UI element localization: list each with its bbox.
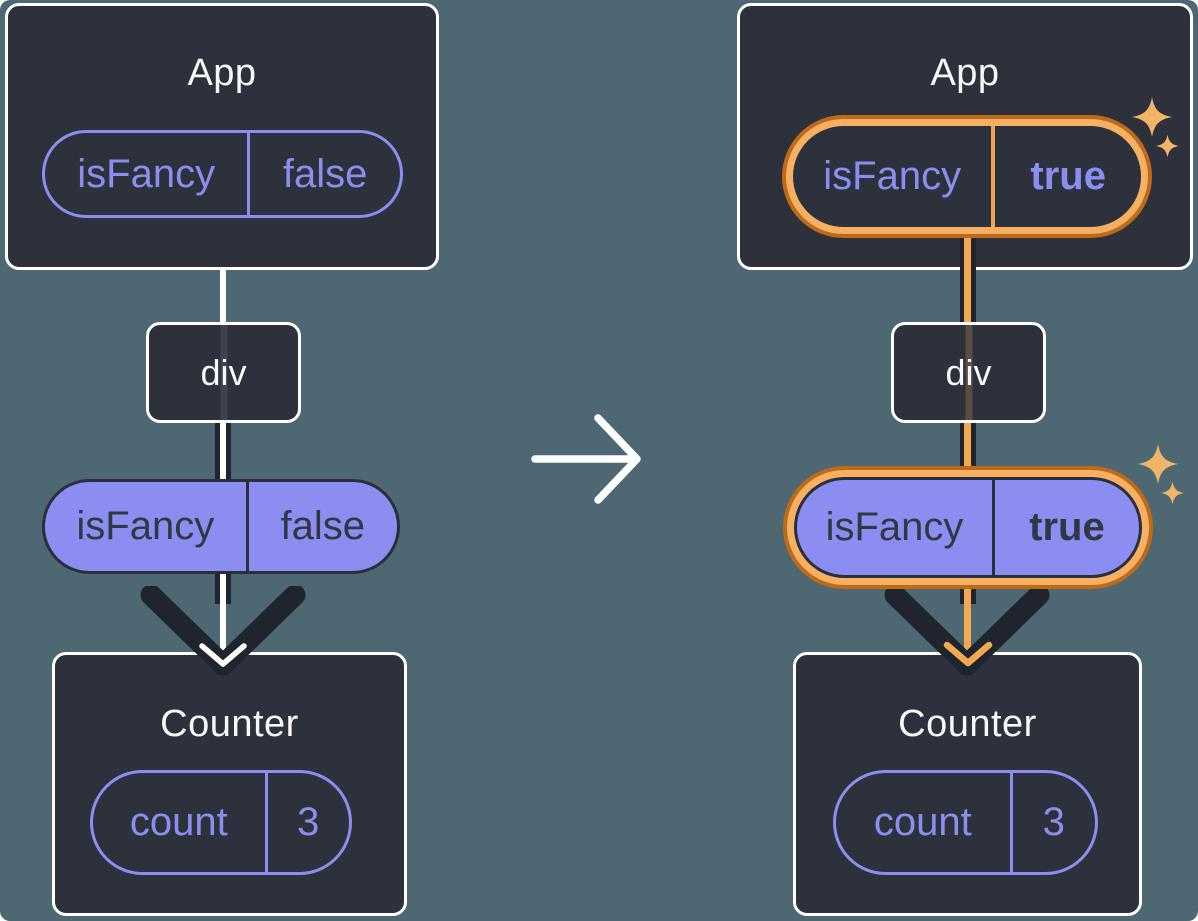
before-counter-state-pill: count 3 — [90, 770, 352, 875]
prop-value-cell: false — [245, 482, 397, 571]
after-div-thru-line — [965, 325, 972, 420]
after-passed-prop-pill-highlight-ring: isFancy true — [783, 466, 1153, 589]
sparkle-icon-large — [1138, 444, 1178, 484]
after-div-label: div — [945, 351, 992, 393]
after-passed-prop-pill: isFancy true — [794, 477, 1142, 578]
after-counter-box: Counter count 3 — [793, 652, 1142, 916]
prop-name-cell: isFancy — [823, 154, 962, 198]
after-app-prop-pill-highlight-ring: isFancy true — [782, 115, 1152, 238]
sparkle-icon-small — [1156, 134, 1179, 158]
prop-name-cell: isFancy — [77, 151, 216, 196]
after-div-box: div — [891, 322, 1046, 423]
before-app-prop-pill: isFancy false — [42, 130, 403, 218]
state-name-cell: count — [129, 800, 228, 844]
prop-name-cell: isFancy — [825, 505, 964, 549]
before-div-box: div — [146, 322, 301, 423]
state-value-cell: 3 — [1009, 773, 1095, 872]
before-counter-box: Counter count 3 — [52, 652, 407, 916]
before-div-label: div — [200, 351, 247, 393]
state-name-cell: count — [873, 800, 972, 844]
after-app-prop-pill: isFancy true — [793, 126, 1141, 227]
state-value-cell: 3 — [264, 773, 349, 872]
sparkle-icon-small — [1161, 481, 1184, 505]
prop-name-cell: isFancy — [76, 504, 215, 548]
before-tree-arrowhead-icon — [199, 643, 247, 667]
before-div-thru-line — [220, 325, 227, 420]
after-tree-arrowhead-icon — [943, 641, 993, 667]
after-app-title: App — [930, 52, 1000, 94]
after-prop-core-line — [964, 237, 971, 652]
before-app-box: App isFancy false — [5, 3, 439, 270]
before-app-title: App — [187, 52, 257, 94]
transition-arrow-right-icon — [531, 414, 641, 504]
before-tree-edge-line — [220, 268, 226, 656]
before-counter-title: Counter — [160, 703, 299, 745]
prop-value-cell: true — [991, 480, 1139, 575]
after-counter-state-pill: count 3 — [833, 770, 1098, 875]
before-passed-prop-pill: isFancy false — [42, 479, 400, 574]
after-counter-title: Counter — [898, 703, 1037, 745]
prop-value-cell: false — [247, 133, 400, 215]
sparkle-icon-large — [1132, 97, 1172, 137]
prop-value-cell: true — [991, 126, 1141, 227]
